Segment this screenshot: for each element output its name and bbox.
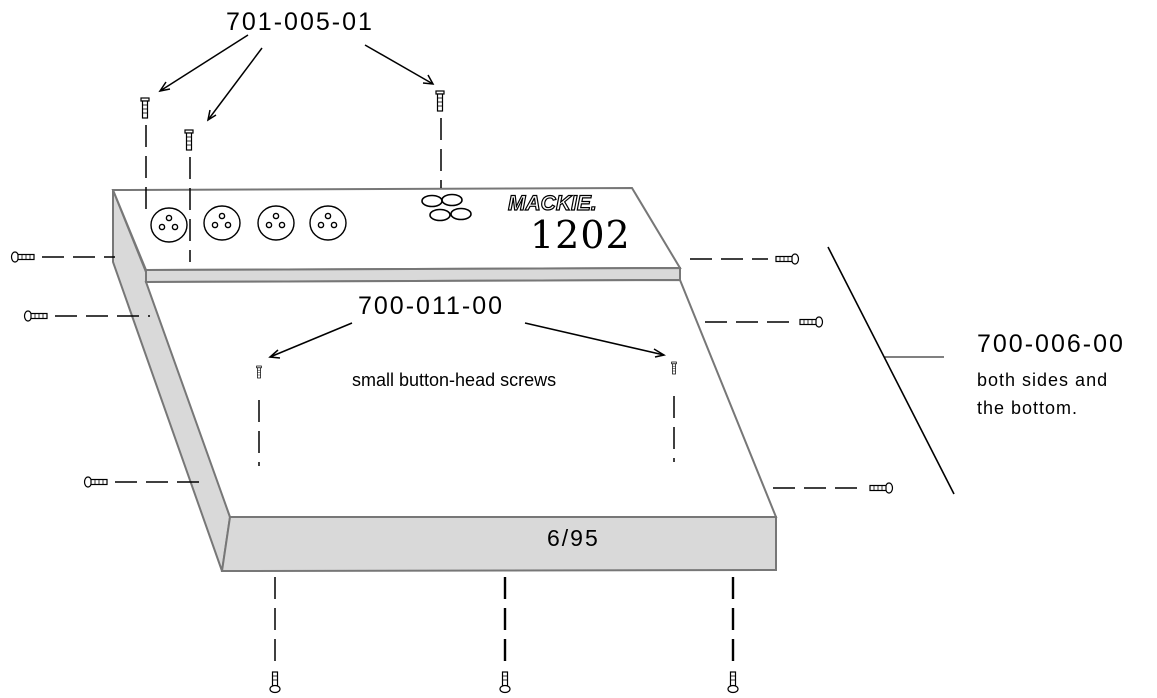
xlr-connector-1 — [150, 207, 188, 243]
brand-logo-text: MACKIE. — [507, 191, 597, 215]
top-screw-right — [435, 90, 445, 112]
top-screw-part-number: 701-005-01 — [226, 8, 374, 36]
left-screw-guide-lines — [42, 256, 208, 483]
model-number: 1202 — [530, 213, 631, 257]
xlr-connector-2 — [203, 205, 241, 241]
small-screw-note: small button-head screws — [352, 370, 557, 390]
side-panel-line — [827, 246, 955, 495]
small-screw-left — [256, 365, 262, 379]
middle-pointer-arrows — [268, 322, 666, 359]
bottom-screw-middle — [499, 671, 511, 694]
front-panel — [220, 516, 777, 573]
mixer-chassis — [111, 186, 778, 573]
side-panel-note-line-1: both sides and — [977, 370, 1109, 390]
xlr-connectors — [150, 205, 347, 243]
side-panel-part-number: 700-006-00 — [977, 330, 1125, 358]
date-code: 6/95 — [547, 525, 600, 551]
left-screw-2 — [23, 310, 48, 322]
left-screw-3 — [83, 476, 108, 488]
right-screw-guide-lines — [690, 258, 862, 489]
bottom-screw-right — [727, 671, 739, 694]
small-screw-guide-lines — [258, 396, 675, 466]
top-pointer-arrows — [158, 34, 435, 122]
bottom-screw-guide-lines — [274, 577, 735, 662]
xlr-connector-3 — [257, 205, 295, 241]
right-screw-1 — [775, 253, 800, 265]
jack-holes — [421, 193, 472, 222]
small-screw-part-number: 700-011-00 — [358, 292, 505, 320]
small-screw-right — [671, 361, 677, 375]
top-screw-left — [140, 97, 150, 119]
left-screw-1 — [10, 251, 35, 263]
side-panel-note-line-2: the bottom. — [977, 398, 1079, 418]
right-screw-2 — [799, 316, 824, 328]
right-screw-3 — [869, 482, 894, 494]
xlr-connector-4 — [309, 205, 347, 241]
top-screw-middle — [184, 129, 194, 151]
bottom-screw-left — [269, 671, 281, 694]
top-screw-guide-lines — [145, 118, 442, 262]
